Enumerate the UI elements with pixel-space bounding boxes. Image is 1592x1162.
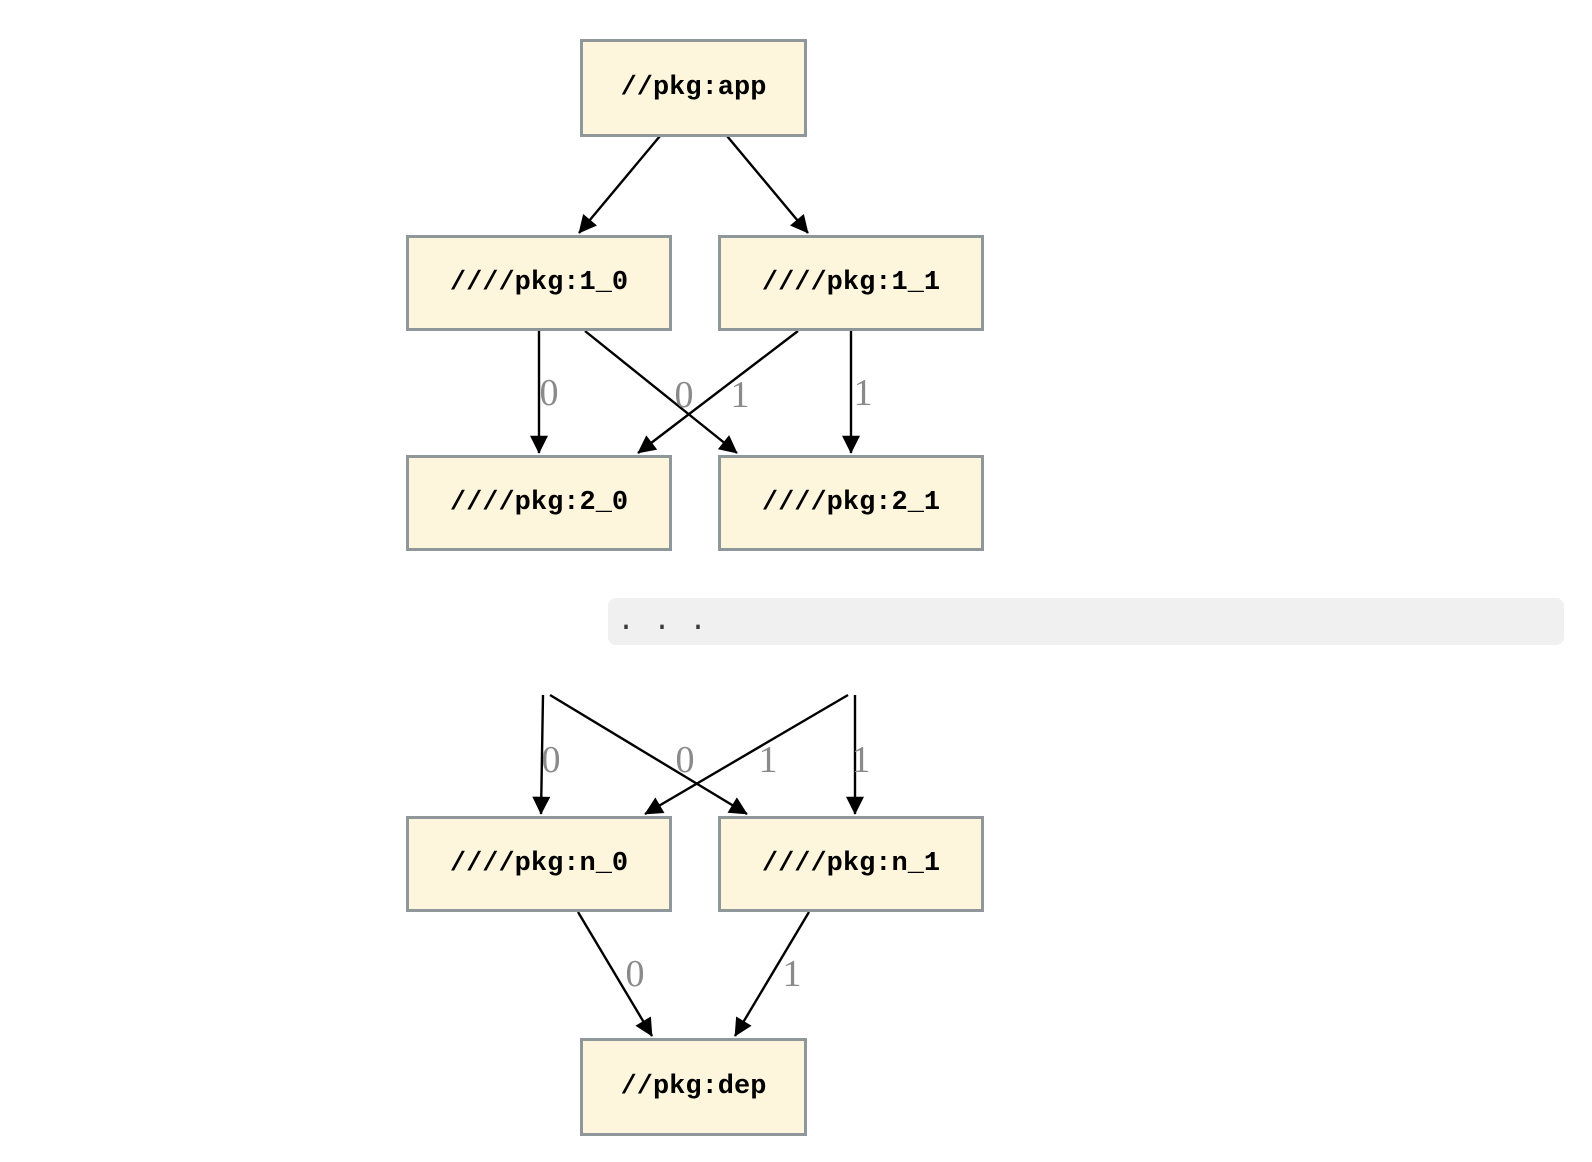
edge-1_1-to-2_0 xyxy=(637,330,799,454)
node-pkg-app: //pkg:app xyxy=(580,39,807,137)
node-pkg-1_0: ////pkg:1_0 xyxy=(406,235,672,331)
edge-label-prev-n_0-left: 0 xyxy=(541,739,561,781)
ellipsis-band: . . . xyxy=(608,598,1564,645)
node-pkg-2_0: ////pkg:2_0 xyxy=(406,455,672,551)
edge-label-1_1-2_0: 1 xyxy=(730,374,750,416)
edge-label-prev-n_1-right: 1 xyxy=(851,739,871,781)
edge-label-prev-n_1-cross: 0 xyxy=(675,739,695,781)
edge-label-prev-n_0-cross: 1 xyxy=(758,739,778,781)
edge-label-n_0-dep: 0 xyxy=(625,953,645,995)
edge-label-1_0-2_0: 0 xyxy=(539,372,559,414)
node-pkg-n_0: ////pkg:n_0 xyxy=(406,816,672,912)
edge-prev-to-n_1-cross xyxy=(549,693,748,816)
node-pkg-1_1: ////pkg:1_1 xyxy=(718,235,984,331)
edge-label-n_1-dep: 1 xyxy=(782,953,802,995)
edge-label-1_1-2_1: 1 xyxy=(853,372,873,414)
edge-label-1_0-2_1: 0 xyxy=(674,374,694,416)
edge-1_0-to-2_1 xyxy=(584,330,738,454)
node-pkg-dep: //pkg:dep xyxy=(580,1038,807,1136)
node-pkg-n_1: ////pkg:n_1 xyxy=(718,816,984,912)
node-pkg-2_1: ////pkg:2_1 xyxy=(718,455,984,551)
ellipsis-text: . . . xyxy=(617,604,708,639)
edge-app-to-1_1 xyxy=(726,135,809,234)
edge-app-to-1_0 xyxy=(578,135,661,234)
